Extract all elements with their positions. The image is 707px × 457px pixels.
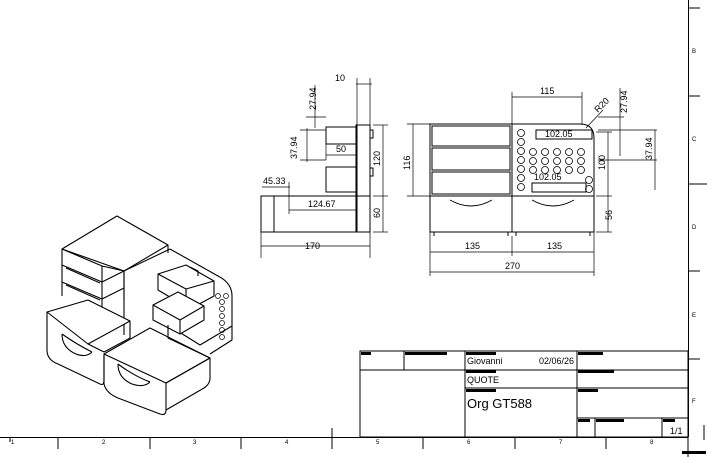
drawing-title: Org GT588: [467, 396, 532, 411]
side-lower-slot: [325, 166, 357, 193]
zone-letter: F: [692, 399, 696, 405]
dim-front-radius: R20: [592, 96, 611, 115]
pen-holes: [517, 129, 593, 193]
dim-side-slot-gap: 50: [336, 144, 346, 154]
zone-letters: B C D E F: [692, 49, 697, 405]
dim-side-upper-slot: 27.94: [308, 87, 318, 110]
front-view-dimensions: 115 R20 27.94 37.94 102.05 102.05 116 10…: [402, 86, 654, 271]
side-upper-slot: [325, 126, 357, 145]
author-name: Giovanni: [467, 356, 503, 366]
dim-front-left-height: 116: [402, 156, 412, 170]
dim-side-base-height: 60: [372, 208, 382, 218]
dim-side-total-width: 170: [305, 241, 320, 251]
front-view: [407, 88, 657, 276]
dim-front-drawer-left: 135: [465, 241, 480, 251]
dim-front-drawer-right: 135: [547, 241, 562, 251]
dim-side-top-width: 10: [335, 73, 345, 83]
side-view-dimensions: 10 27.94 37.94 50 120 45.33 124.67 60 17…: [263, 73, 382, 251]
front-drawer-left: [429, 195, 513, 233]
zone-number: 4: [285, 440, 289, 446]
side-view: [260, 78, 388, 258]
title-block: [359, 350, 689, 438]
zone-number: 6: [467, 440, 471, 446]
drawing-date: 02/06/26: [539, 356, 574, 366]
zone-letter: B: [692, 49, 696, 55]
isometric-view: [46, 215, 233, 416]
side-base-left: [260, 195, 275, 233]
front-shelf-unit: [429, 123, 513, 197]
dim-front-drawer-height: 56: [604, 210, 614, 220]
title-block-bars: [361, 352, 706, 454]
dim-front-pen-row-bottom: 102.05: [534, 172, 562, 182]
front-pen-holder: [511, 123, 595, 197]
zone-letter: E: [692, 313, 696, 319]
zone-number: 1: [11, 440, 15, 446]
drawing-category: QUOTE: [467, 375, 499, 385]
dim-front-pen-row-top: 102.05: [545, 129, 573, 139]
dim-front-total-width: 270: [505, 261, 520, 271]
zone-number: 8: [650, 440, 654, 446]
dim-side-offset: 45.33: [263, 176, 286, 186]
dim-front-right-height: 100: [597, 155, 607, 170]
dim-side-height-main: 120: [372, 151, 382, 166]
zone-numbers: 1 2 3 4 5 6 7 8: [11, 440, 654, 446]
title-block-text: Giovanni 02/06/26 QUOTE Org GT588 1/1: [467, 356, 683, 436]
dim-side-inner-width: 124.67: [308, 199, 336, 209]
dim-front-upper-slot: 27.94: [619, 90, 629, 113]
sheet-number: 1/1: [670, 426, 683, 436]
dim-side-lower-slot: 37.94: [289, 136, 299, 159]
zone-number: 5: [376, 440, 380, 446]
zone-letter: C: [692, 137, 697, 143]
dim-front-top-width: 115: [540, 86, 554, 96]
zone-number: 2: [102, 440, 106, 446]
side-back-panel: [355, 124, 371, 233]
zone-number: 3: [193, 440, 197, 446]
zone-number: 7: [559, 440, 563, 446]
dim-front-right-slot: 37.94: [644, 137, 654, 160]
zone-letter: D: [692, 225, 697, 231]
front-drawer-right: [511, 195, 595, 233]
